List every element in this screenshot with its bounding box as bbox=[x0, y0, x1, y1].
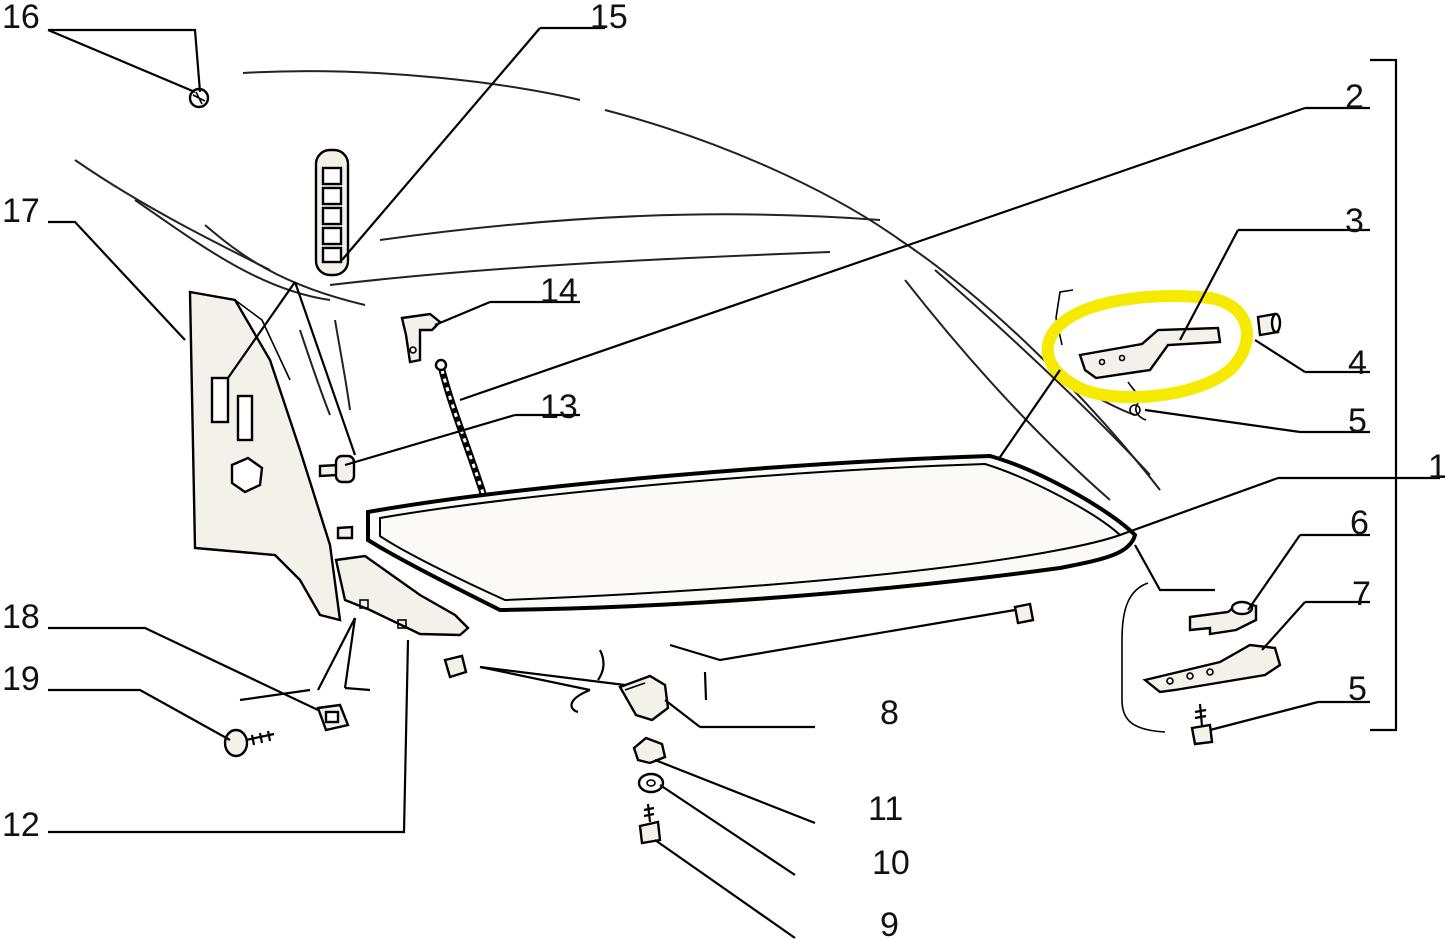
callout-14: 14 bbox=[540, 272, 578, 310]
part-17-trim-panel bbox=[188, 290, 342, 622]
part-6-hinge-bracket bbox=[1188, 600, 1258, 636]
callout-8: 8 bbox=[880, 694, 899, 732]
part-8-stop-bumper bbox=[618, 674, 670, 722]
callout-9: 9 bbox=[880, 906, 899, 939]
highlight-ellipse bbox=[1041, 290, 1253, 404]
callout-10: 10 bbox=[872, 844, 910, 882]
part-18-clip-nut bbox=[316, 703, 350, 732]
callout-1: 1 bbox=[1428, 448, 1445, 486]
part-7-hinge-plate bbox=[1142, 643, 1282, 694]
part-9-screw bbox=[638, 803, 662, 845]
callout-3: 3 bbox=[1345, 202, 1364, 240]
callout-13: 13 bbox=[540, 388, 578, 426]
part-5-screw-upper bbox=[1127, 381, 1147, 421]
part-19-screw bbox=[223, 728, 275, 758]
part-3-hinge-arm bbox=[1078, 326, 1222, 380]
part-13-bumper bbox=[318, 454, 356, 484]
part-12-support-strip bbox=[334, 554, 470, 637]
car-body-outline bbox=[74, 70, 1161, 501]
callout-15: 15 bbox=[590, 0, 628, 36]
callout-18: 18 bbox=[2, 598, 40, 636]
callout-11: 11 bbox=[868, 790, 903, 828]
part-14-bracket bbox=[400, 312, 442, 364]
callout-2: 2 bbox=[1345, 78, 1364, 116]
callout-16: 16 bbox=[2, 0, 40, 36]
part-1-rear-lid bbox=[336, 453, 1138, 613]
callout-7: 7 bbox=[1352, 575, 1371, 613]
lid-clips bbox=[443, 602, 1035, 679]
part-11-clip bbox=[632, 736, 667, 765]
part-4-pin bbox=[1256, 312, 1282, 337]
callout-12: 12 bbox=[2, 806, 40, 844]
callout-19: 19 bbox=[2, 660, 40, 698]
lower-hinge-group-outline bbox=[1121, 582, 1166, 733]
callout-5-lower: 5 bbox=[1348, 670, 1367, 708]
part-15-switch-panel bbox=[314, 148, 350, 277]
callout-4: 4 bbox=[1348, 344, 1367, 382]
leader-lines bbox=[47, 26, 1440, 939]
callout-6: 6 bbox=[1350, 504, 1369, 542]
callout-5-upper: 5 bbox=[1348, 402, 1367, 440]
group-bracket bbox=[1370, 58, 1398, 732]
callout-17: 17 bbox=[2, 192, 40, 230]
part-5-screw-lower bbox=[1190, 703, 1214, 746]
part-10-washer bbox=[637, 772, 665, 794]
